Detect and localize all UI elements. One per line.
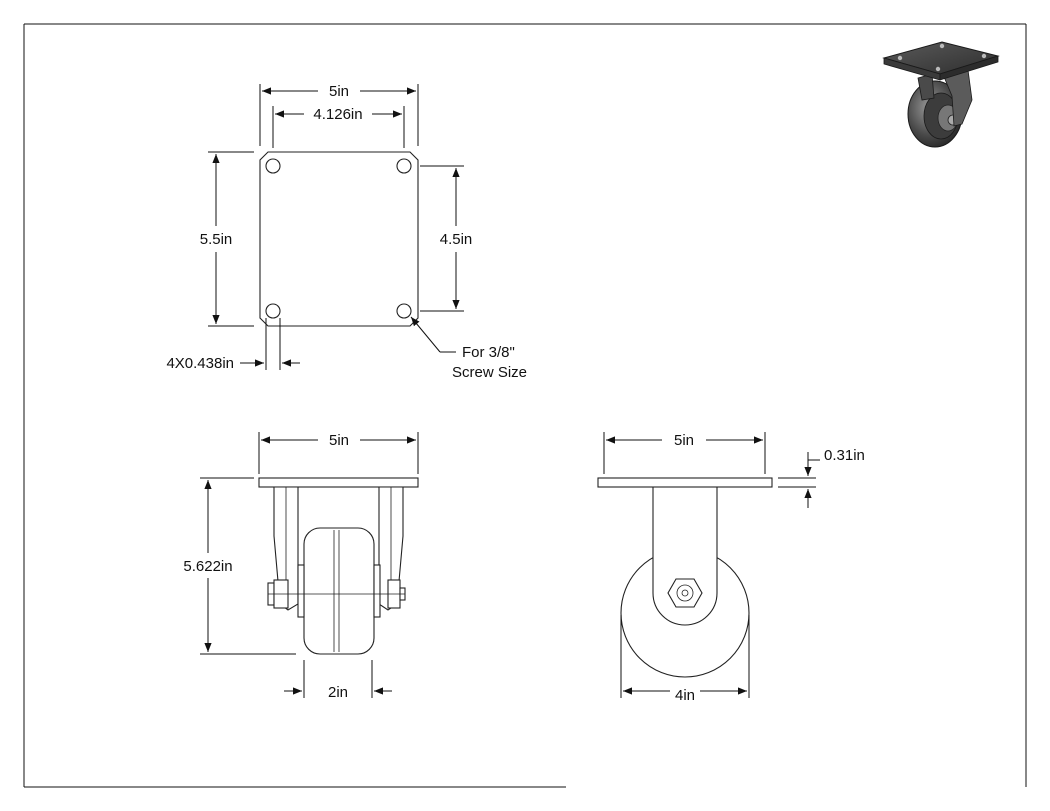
- dimension-hole-spacing-y: 4.5in: [420, 165, 473, 312]
- screw-size-note: For 3/8" Screw Size: [410, 316, 527, 381]
- hub-spacer-left: [297, 564, 305, 618]
- dimension-label: 5in: [329, 432, 349, 449]
- bolt-hole-bottom-left: [265, 303, 281, 319]
- top-view: 5in 4.126in 5.5in 4.5in: [166, 83, 527, 381]
- dimension-label: 5.622in: [183, 558, 232, 575]
- hub-spacer-right: [373, 564, 381, 618]
- dimension-hole-spacing-x: 4.126in: [272, 106, 405, 148]
- dimension-top-height: 5.5in: [200, 151, 254, 327]
- dimension-front-height: 5.622in: [183, 477, 296, 655]
- dimension-label: 4.5in: [440, 231, 473, 248]
- bolt-hole-top-right: [396, 158, 412, 174]
- dimension-wheel-width: 2in: [284, 660, 392, 701]
- caster-isometric-render: [882, 41, 1000, 148]
- dimension-label: 2in: [328, 684, 348, 701]
- dimension-side-width: 5in: [603, 432, 766, 474]
- mounting-plate-outline: [259, 151, 419, 327]
- dimension-wheel-diameter: 4in: [620, 615, 750, 704]
- dimension-label: 4in: [675, 687, 695, 704]
- dimension-hole-diameter: 4X0.438in: [166, 318, 300, 372]
- dimension-label: 5in: [674, 432, 694, 449]
- side-view: 5in 0.31in 4in: [597, 432, 865, 704]
- bolt-hole-top-left: [265, 158, 281, 174]
- dimension-plate-thickness: 0.31in: [778, 447, 865, 508]
- drawing-border: [23, 23, 1027, 788]
- bolt-hole-bottom-right: [396, 303, 412, 319]
- dimension-label: 0.31in: [824, 447, 865, 464]
- front-view: 5in 5.622in 2in: [183, 432, 419, 701]
- axle-hex-nut: [667, 578, 703, 608]
- side-mounting-plate: [597, 477, 773, 488]
- note-line-2: Screw Size: [452, 364, 527, 381]
- dimension-top-width: 5in: [259, 83, 419, 146]
- dimension-front-width: 5in: [258, 432, 419, 474]
- front-mounting-plate: [258, 477, 419, 488]
- dimension-label: 5.5in: [200, 231, 233, 248]
- note-line-1: For 3/8": [462, 344, 515, 361]
- dimension-label: 5in: [329, 83, 349, 100]
- dimension-label: 4.126in: [313, 106, 362, 123]
- dimension-label: 4X0.438in: [166, 355, 234, 372]
